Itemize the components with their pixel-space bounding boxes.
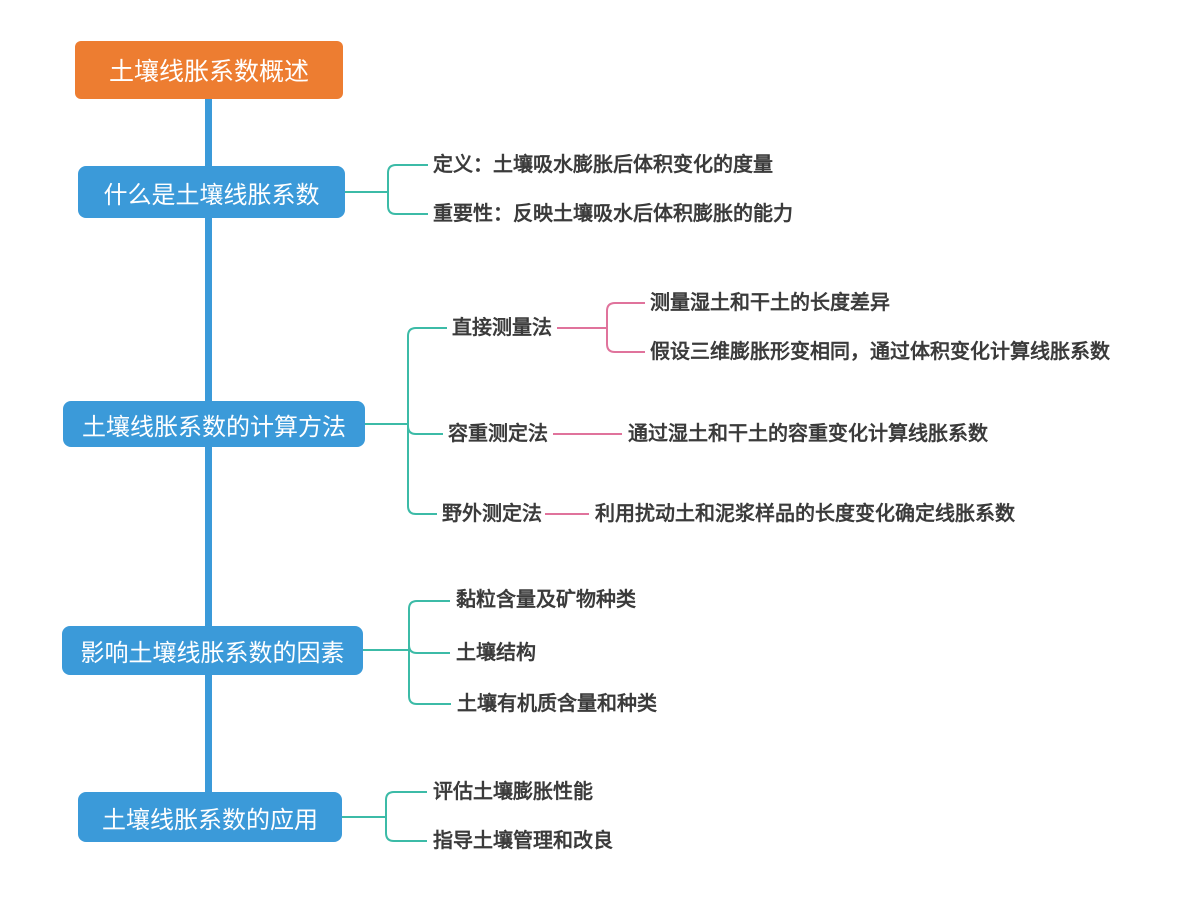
- subtopic-direct-measurement[interactable]: 直接测量法: [452, 317, 552, 339]
- leaf-importance[interactable]: 重要性：反映土壤吸水后体积膨胀的能力: [433, 203, 793, 225]
- branch-line: [385, 791, 427, 842]
- leaf-length-difference[interactable]: 测量湿土和干土的长度差异: [650, 292, 890, 314]
- branch-group-topic1: [345, 164, 428, 215]
- branch-line: [408, 600, 451, 705]
- leaf-clay-content[interactable]: 黏粒含量及矿物种类: [456, 589, 636, 611]
- topic-node-label: 土壤线胀系数的计算方法: [82, 413, 346, 441]
- leaf-volume-assumption[interactable]: 假设三维膨胀形变相同，通过体积变化计算线胀系数: [650, 341, 1110, 363]
- branch-group-topic4: [342, 791, 427, 842]
- branch-line: [407, 327, 447, 515]
- branch-group-methods: [545, 302, 645, 515]
- topic-node-label: 什么是土壤线胀系数: [103, 181, 320, 209]
- topic-node-label: 土壤线胀系数的应用: [102, 806, 318, 834]
- subtopic-field-method[interactable]: 野外测定法: [442, 503, 542, 525]
- topic-node-applications[interactable]: 土壤线胀系数的应用: [78, 792, 342, 842]
- branch-group-topic2: [365, 327, 447, 515]
- topic-node-what-is[interactable]: 什么是土壤线胀系数: [78, 166, 345, 218]
- leaf-bulk-density-change[interactable]: 通过湿土和干土的容重变化计算线胀系数: [628, 423, 988, 445]
- topic-node-label: 影响土壤线胀系数的因素: [80, 640, 345, 667]
- branch-line: [387, 164, 428, 215]
- leaf-disturbed-soil[interactable]: 利用扰动土和泥浆样品的长度变化确定线胀系数: [595, 503, 1015, 525]
- branch-line: [407, 425, 443, 435]
- root-node-label: 土壤线胀系数概述: [108, 58, 309, 86]
- leaf-organic-matter[interactable]: 土壤有机质含量和种类: [457, 693, 657, 715]
- root-node[interactable]: 土壤线胀系数概述: [75, 41, 343, 99]
- leaf-definition[interactable]: 定义：土壤吸水膨胀后体积变化的度量: [433, 154, 773, 176]
- topic-node-influencing-factors[interactable]: 影响土壤线胀系数的因素: [62, 626, 363, 675]
- subtopic-bulk-density[interactable]: 容重测定法: [448, 423, 548, 445]
- branch-line: [606, 302, 645, 353]
- leaf-guide-management[interactable]: 指导土壤管理和改良: [433, 830, 613, 852]
- leaf-evaluate-expansion[interactable]: 评估土壤膨胀性能: [433, 781, 593, 803]
- branch-group-topic3: [363, 600, 451, 705]
- branch-line: [408, 644, 450, 654]
- topic-node-calculation-methods[interactable]: 土壤线胀系数的计算方法: [63, 401, 365, 447]
- leaf-soil-structure[interactable]: 土壤结构: [456, 642, 536, 664]
